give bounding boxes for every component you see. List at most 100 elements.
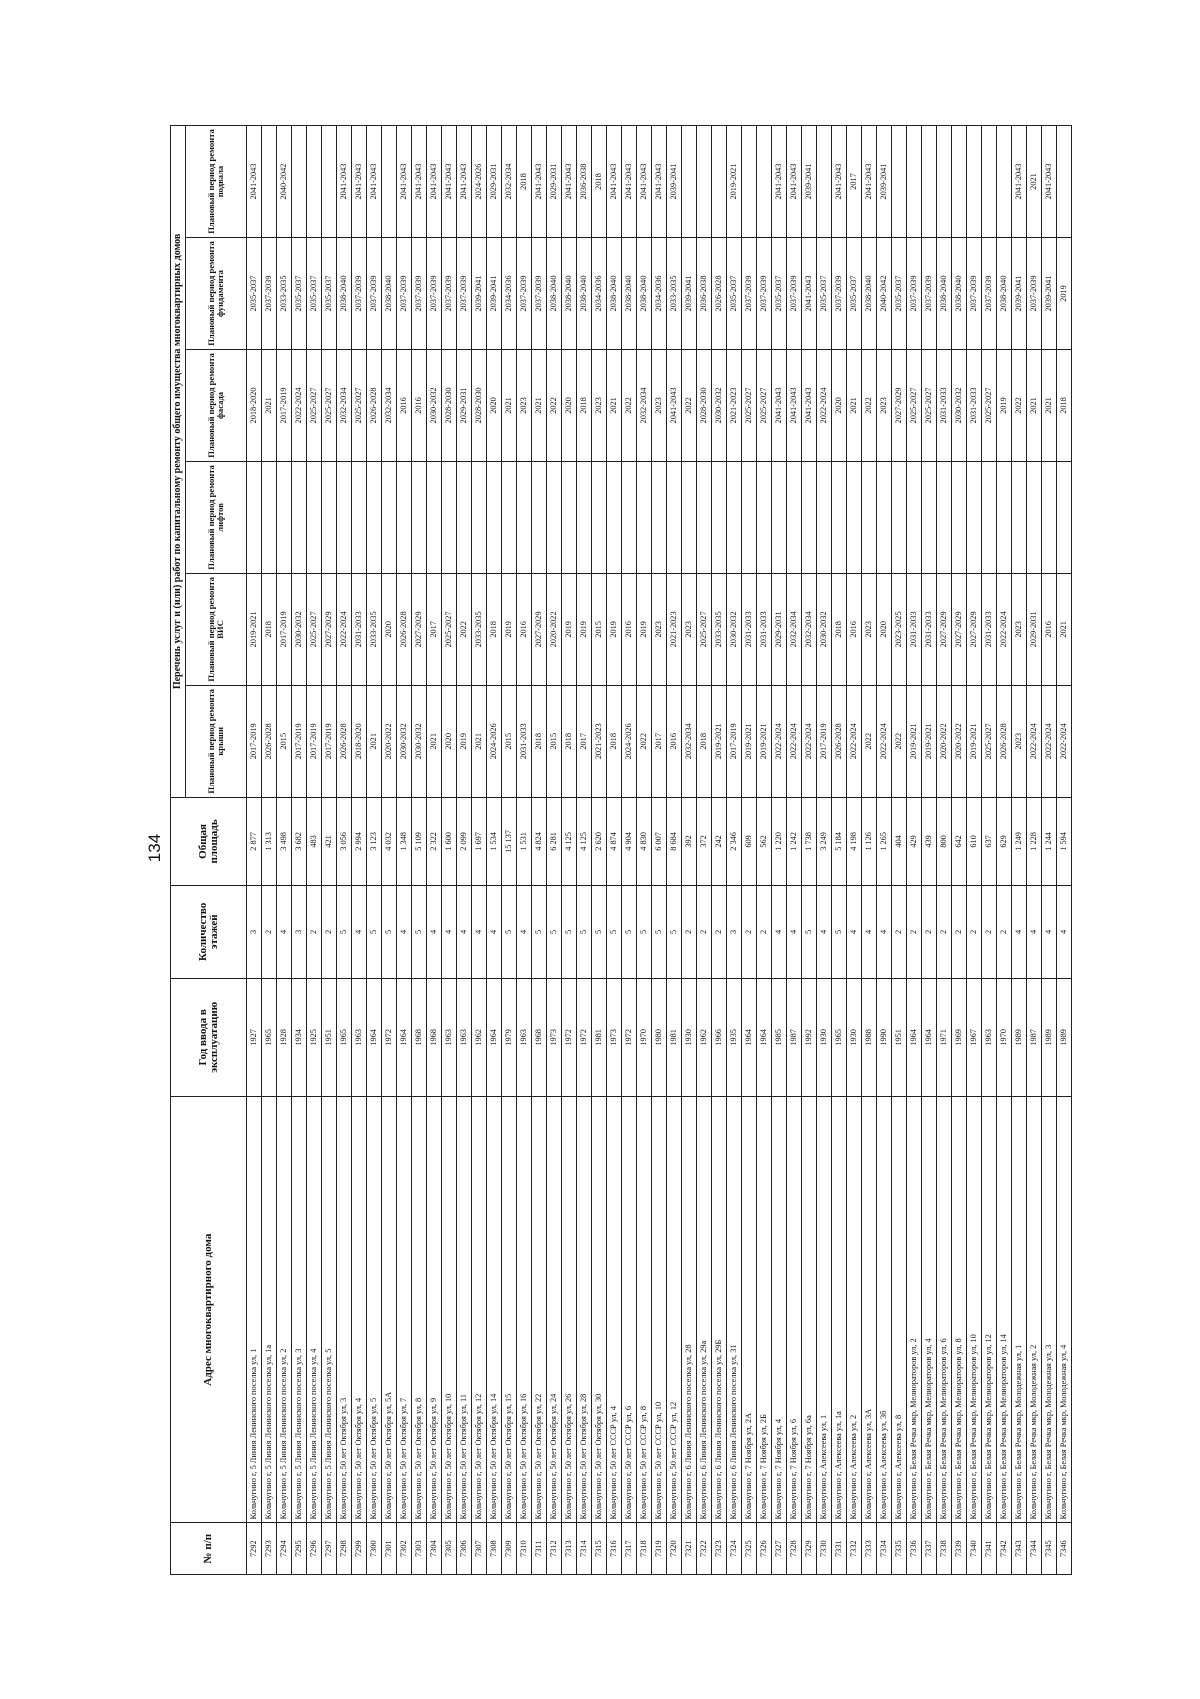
cell-lift-period xyxy=(861,461,877,574)
cell-floors: 2 xyxy=(741,885,757,979)
cell-lift-period xyxy=(246,461,262,574)
cell-floors: 4 xyxy=(1011,885,1027,979)
cell-lift-period xyxy=(531,461,547,574)
cell-roof-period: 2020-2022 xyxy=(951,685,967,798)
cell-area: 1 228 xyxy=(1026,797,1042,886)
cell-address: Кольчугино г, 6 Линия Ленинского поселка… xyxy=(726,1096,742,1523)
cell-vis-period: 2020 xyxy=(876,573,892,686)
cell-facade-period: 2016 xyxy=(411,349,427,462)
cell-area: 1 244 xyxy=(1041,797,1057,886)
cell-basement-period: 2041-2043 xyxy=(1011,125,1027,238)
cell-year: 1972 xyxy=(576,978,592,1097)
cell-facade-period: 2020 xyxy=(831,349,847,462)
cell-vis-period: 2027-2029 xyxy=(531,573,547,686)
cell-roof-period: 2019-2021 xyxy=(966,685,982,798)
cell-roof-period: 2024-2026 xyxy=(621,685,637,798)
cell-lift-period xyxy=(321,461,337,574)
cell-roof-period: 2020 xyxy=(441,685,457,798)
cell-foundation-period: 2033-2035 xyxy=(666,237,682,350)
header-area: Общая площадь xyxy=(170,797,247,886)
cell-address: Кольчугино г, Белая Речка мкр, Молодежна… xyxy=(1026,1096,1042,1523)
cell-lift-period xyxy=(576,461,592,574)
cell-address: Кольчугино г, 50 лет Октября ул, 15 xyxy=(501,1096,517,1523)
cell-num: 7333 xyxy=(861,1522,877,1575)
cell-floors: 4 xyxy=(1041,885,1057,979)
cell-basement-period: 2041-2043 xyxy=(531,125,547,238)
cell-basement-period: 2036-2038 xyxy=(576,125,592,238)
cell-num: 7315 xyxy=(591,1522,607,1575)
cell-year: 1965 xyxy=(261,978,277,1097)
cell-foundation-period: 2039-2041 xyxy=(1011,237,1027,350)
cell-basement-period: 2041-2043 xyxy=(441,125,457,238)
cell-lift-period xyxy=(501,461,517,574)
cell-area: 800 xyxy=(936,797,952,886)
cell-lift-period xyxy=(366,461,382,574)
cell-num: 7299 xyxy=(351,1522,367,1575)
cell-basement-period: 2018 xyxy=(591,125,607,238)
cell-foundation-period: 2035-2037 xyxy=(306,237,322,350)
cell-basement-period xyxy=(1056,125,1072,238)
cell-basement-period xyxy=(966,125,982,238)
cell-basement-period xyxy=(951,125,967,238)
cell-area: 3 056 xyxy=(336,797,352,886)
cell-floors: 5 xyxy=(606,885,622,979)
cell-year: 1927 xyxy=(246,978,262,1097)
cell-year: 1965 xyxy=(831,978,847,1097)
cell-lift-period xyxy=(441,461,457,574)
cell-address: Кольчугино г, 50 лет Октября ул, 9 xyxy=(426,1096,442,1523)
cell-floors: 4 xyxy=(471,885,487,979)
cell-basement-period xyxy=(996,125,1012,238)
cell-address: Кольчугино г, 50 лет Октября ул, 3 xyxy=(336,1096,352,1523)
cell-lift-period xyxy=(846,461,862,574)
cell-roof-period: 2015 xyxy=(276,685,292,798)
cell-basement-period: 2024-2026 xyxy=(471,125,487,238)
cell-year: 1992 xyxy=(801,978,817,1097)
cell-facade-period: 2032-2034 xyxy=(636,349,652,462)
cell-address: Кольчугино г, 50 лет Октября ул, 14 xyxy=(486,1096,502,1523)
cell-address: Кольчугино г, 7 Ноября ул, 2А xyxy=(741,1096,757,1523)
cell-num: 7300 xyxy=(366,1522,382,1575)
cell-floors: 5 xyxy=(636,885,652,979)
cell-address: Кольчугино г, Белая Речка мкр, Мелиорато… xyxy=(966,1096,982,1523)
cell-num: 7332 xyxy=(846,1522,862,1575)
cell-roof-period: 2018 xyxy=(696,685,712,798)
cell-vis-period: 2030-2032 xyxy=(816,573,832,686)
cell-vis-period: 2026-2028 xyxy=(396,573,412,686)
cell-basement-period: 2019-2021 xyxy=(726,125,742,238)
cell-roof-period: 2022 xyxy=(891,685,907,798)
cell-foundation-period: 2037-2039 xyxy=(756,237,772,350)
cell-floors: 2 xyxy=(681,885,697,979)
header-year: Год ввода в эксплуатацию xyxy=(170,978,247,1097)
cell-vis-period: 2023 xyxy=(681,573,697,686)
cell-floors: 2 xyxy=(306,885,322,979)
cell-vis-period: 2016 xyxy=(621,573,637,686)
cell-foundation-period: 2035-2037 xyxy=(321,237,337,350)
cell-year: 1963 xyxy=(456,978,472,1097)
cell-facade-period: 2025-2027 xyxy=(906,349,922,462)
cell-roof-period: 2031-2033 xyxy=(516,685,532,798)
cell-roof-period: 2021 xyxy=(366,685,382,798)
cell-vis-period: 2022-2024 xyxy=(336,573,352,686)
cell-floors: 4 xyxy=(861,885,877,979)
cell-facade-period: 2026-2028 xyxy=(366,349,382,462)
cell-area: 429 xyxy=(906,797,922,886)
cell-year: 1930 xyxy=(681,978,697,1097)
cell-floors: 2 xyxy=(951,885,967,979)
cell-address: Кольчугино г, 50 лет Октября ул, 5 xyxy=(366,1096,382,1523)
cell-num: 7331 xyxy=(831,1522,847,1575)
cell-year: 1967 xyxy=(966,978,982,1097)
cell-vis-period: 2020 xyxy=(381,573,397,686)
cell-area: 2 322 xyxy=(426,797,442,886)
cell-year: 1925 xyxy=(306,978,322,1097)
cell-basement-period: 2018 xyxy=(516,125,532,238)
header-foundation: Плановый период ремонта фундамента xyxy=(185,237,247,350)
cell-vis-period: 2031-2033 xyxy=(906,573,922,686)
